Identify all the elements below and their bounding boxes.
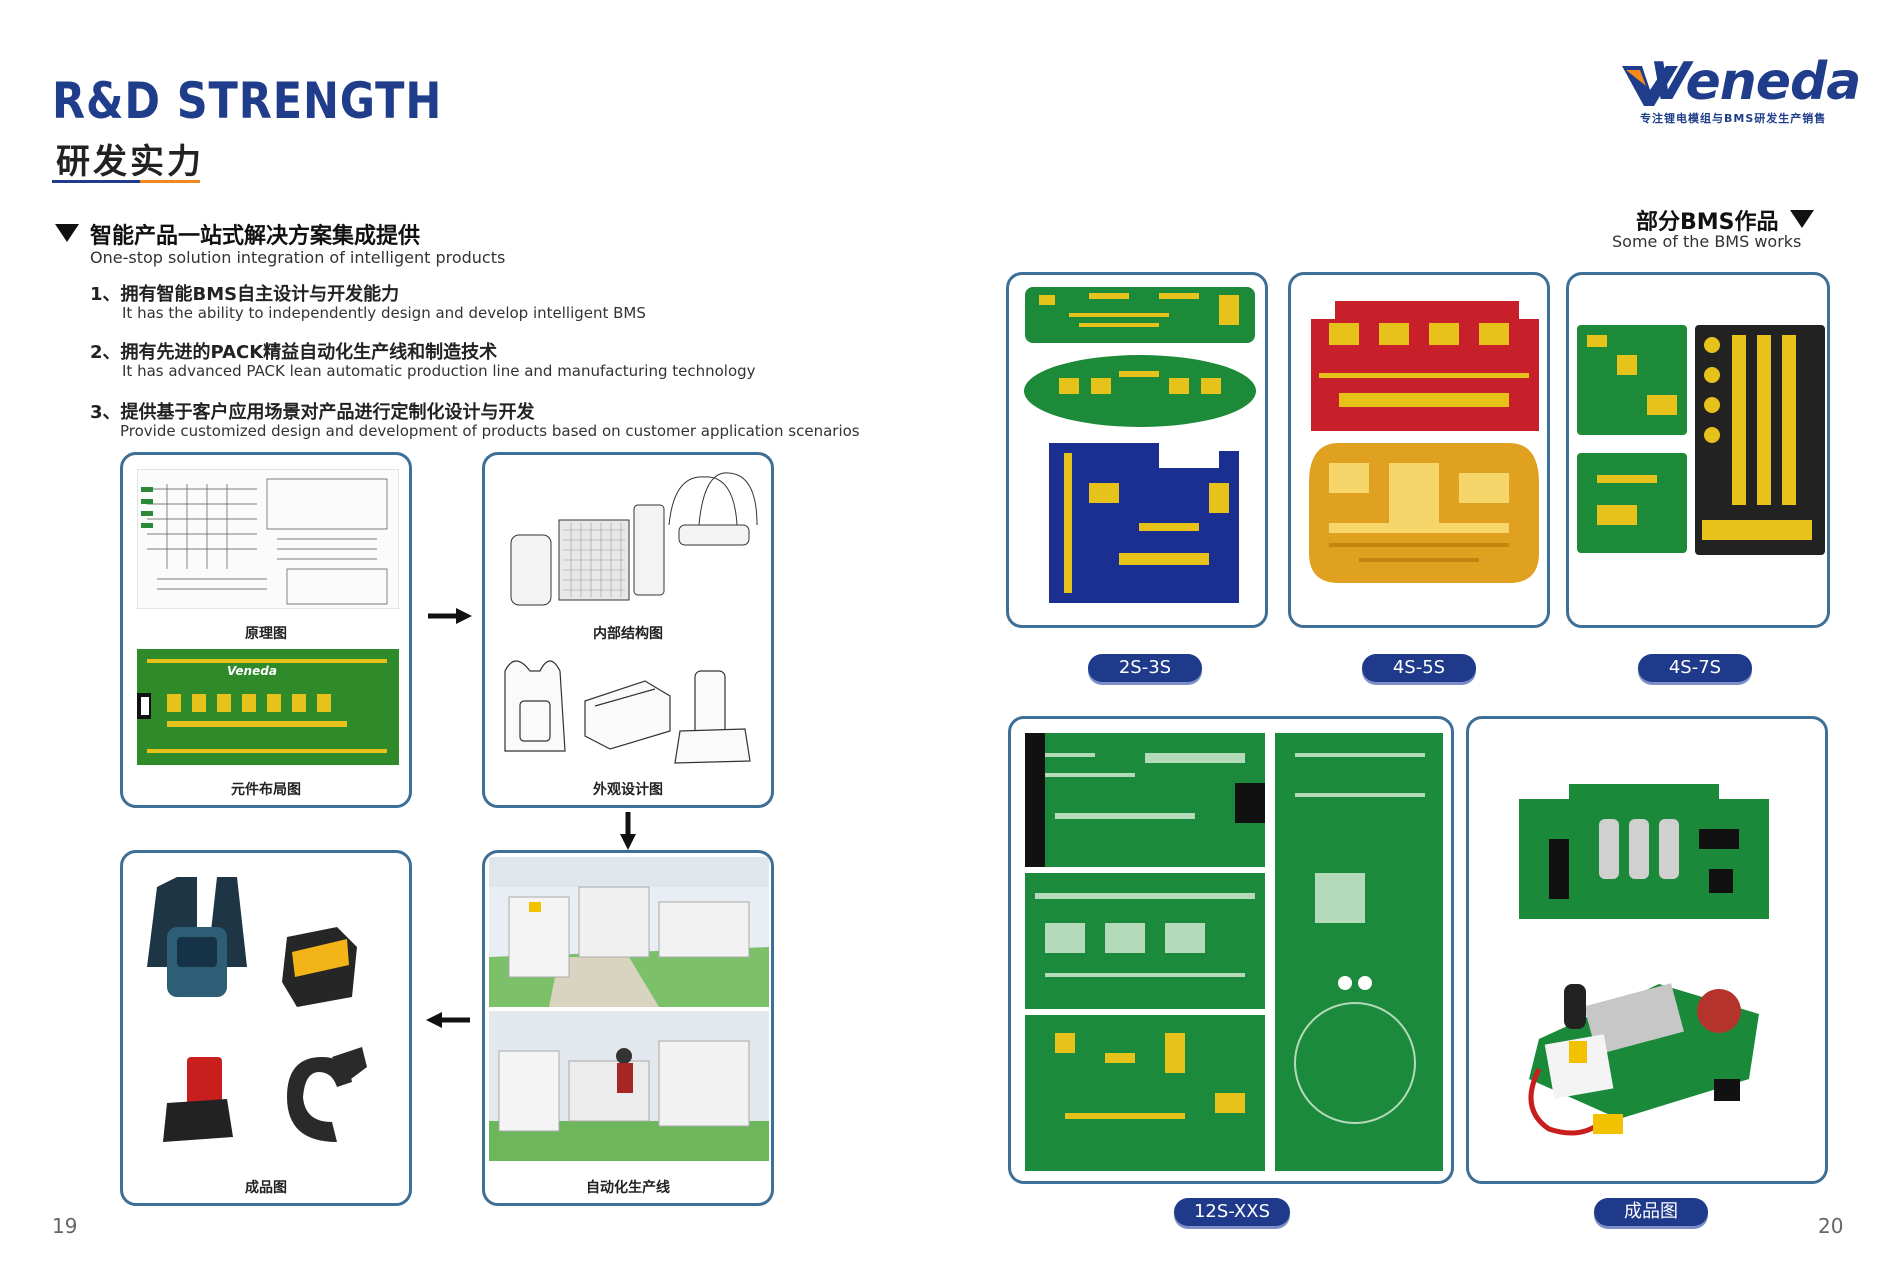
bms-board-4s-5s	[1309, 301, 1539, 583]
section-marker-icon	[55, 224, 79, 242]
bms-card-4s-5s	[1288, 272, 1550, 628]
structure-caption: 内部结构图	[593, 626, 663, 642]
battery-pack-red	[163, 1057, 233, 1142]
card-structure-appearance: 内部结构图 外观设计图	[482, 452, 774, 808]
pill-finished-products: 成品图	[1594, 1198, 1708, 1226]
page-number-left: 19	[52, 1214, 78, 1238]
title-underline-accent	[140, 180, 200, 183]
left-section-subtitle: One-stop solution integration of intelli…	[90, 248, 506, 267]
feature-2-en: It has advanced PACK lean automatic prod…	[122, 362, 756, 380]
products-caption: 成品图	[245, 1180, 287, 1196]
bms-card-12s-xxs	[1008, 716, 1454, 1184]
pcb-logo-text: Veneda	[227, 664, 277, 678]
feature-2-cn: 2、拥有先进的PACK精益自动化生产线和制造技术	[90, 342, 498, 363]
production-caption: 自动化生产线	[586, 1180, 670, 1196]
card-finished-products: 成品图	[120, 850, 412, 1206]
layout-caption: 元件布局图	[231, 782, 301, 798]
production-line-photo-1	[489, 857, 769, 1007]
feature-1-en: It has the ability to independently desi…	[122, 304, 646, 322]
feature-3-en: Provide customized design and developmen…	[120, 422, 860, 440]
brand-mark-icon	[1622, 66, 1678, 106]
title-underline	[52, 180, 200, 183]
appearance-sketch-image	[504, 660, 751, 764]
left-section-title: 智能产品一站式解决方案集成提供	[90, 224, 421, 249]
brand-name: Veneda	[1650, 52, 1861, 112]
arrow-left-icon	[426, 1012, 470, 1028]
card-schematic-layout: 原理图 Veneda 元件布局图	[120, 452, 412, 808]
finished-boards-image	[1519, 784, 1769, 1136]
feature-3-cn: 3、提供基于客户应用场景对产品进行定制化设计与开发	[90, 402, 535, 423]
layout-pcb-image: Veneda	[137, 649, 399, 765]
page-title-en: R&D STRENGTH	[52, 72, 443, 130]
page-title-cn: 研发实力	[56, 142, 204, 182]
pill-2s-3s: 2S-3S	[1088, 654, 1202, 682]
right-section-subtitle: Some of the BMS works	[1612, 232, 1802, 251]
structure-exploded-image	[510, 472, 758, 606]
bms-board-2s-3s	[1024, 287, 1256, 603]
schematic-image	[137, 469, 399, 609]
pill-12s-xxs: 12S-XXS	[1174, 1198, 1290, 1226]
schematic-caption: 原理图	[245, 626, 287, 642]
products-image	[147, 877, 367, 1142]
bms-card-2s-3s	[1006, 272, 1268, 628]
pill-4s-5s: 4S-5S	[1362, 654, 1476, 682]
arrow-down-icon	[620, 812, 636, 850]
section-marker-icon-right	[1790, 210, 1814, 228]
neck-fan	[287, 1047, 367, 1142]
card-production-line: 自动化生产线	[482, 850, 774, 1206]
page-number-right: 20	[1818, 1214, 1844, 1238]
appearance-caption: 外观设计图	[593, 782, 663, 798]
pill-4s-7s: 4S-7S	[1638, 654, 1752, 682]
bms-card-finished	[1466, 716, 1828, 1184]
battery-pack-yellow	[282, 927, 357, 1007]
production-line-photo-2	[489, 1011, 769, 1161]
arrow-right-icon	[428, 608, 472, 624]
feature-1-cn: 1、拥有智能BMS自主设计与开发能力	[90, 284, 400, 305]
right-section-title: 部分BMS作品	[1636, 210, 1779, 235]
brand-tagline: 专注锂电模组与BMS研发生产销售	[1640, 112, 1827, 125]
backpack-battery	[147, 877, 247, 997]
bms-board-4s-7s	[1577, 325, 1825, 555]
bms-card-4s-7s	[1566, 272, 1830, 628]
brand-logo: Veneda 专注锂电模组与BMS研发生产销售	[1620, 52, 1861, 125]
bms-board-12s-xxs	[1025, 733, 1443, 1171]
